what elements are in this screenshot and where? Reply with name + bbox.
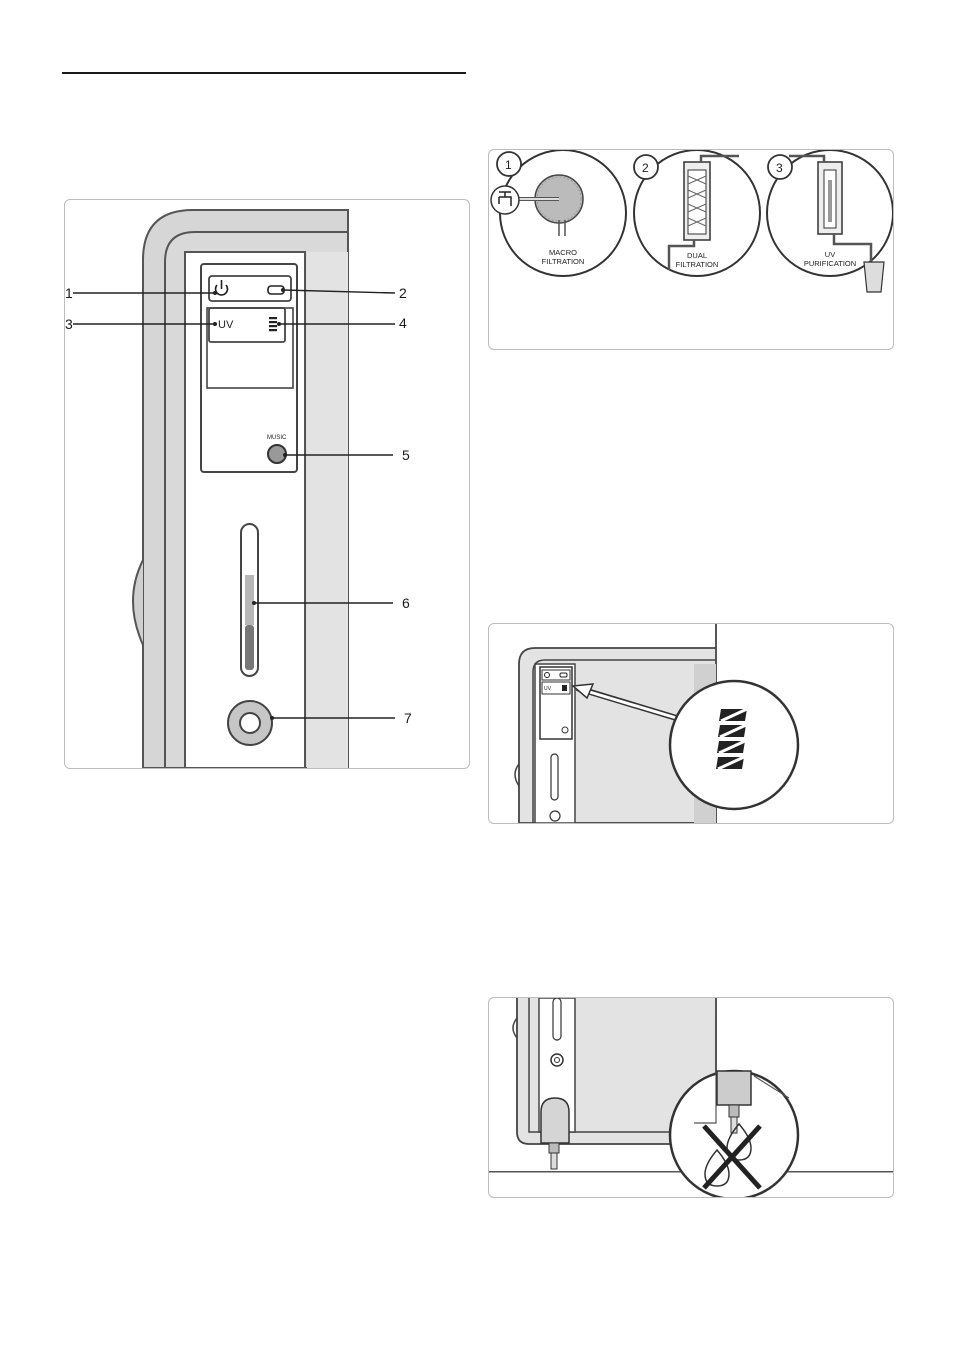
callout-3: 3	[65, 316, 73, 332]
faucet-icon	[491, 186, 519, 214]
filter-indicator-figure: UV	[488, 623, 894, 824]
step-1-label-line2: FILTRATION	[542, 257, 585, 266]
callout-7: 7	[404, 710, 412, 726]
step-1-number: 1	[505, 158, 512, 172]
music-label: MUSIC	[267, 435, 287, 441]
callout-2: 2	[399, 285, 407, 301]
callout-1: 1	[65, 285, 73, 301]
step-dual-filtration: 2 DUAL FILTRATION	[634, 150, 760, 276]
product-overview-figure: UV MUSIC	[64, 199, 470, 769]
step-2-label-line2: FILTRATION	[676, 260, 719, 269]
callout-4: 4	[399, 315, 407, 331]
glass-icon	[864, 262, 884, 292]
step-uv-purification: 3 UV PURIFICATION	[767, 150, 893, 292]
callout-6: 6	[402, 595, 410, 611]
nozzle-warning-figure	[488, 997, 894, 1198]
step-2-number: 2	[642, 161, 649, 175]
step-macro-filtration: 1 MACRO FILTRATION	[491, 150, 626, 276]
step-2-label-line1: DUAL	[687, 251, 707, 260]
section-rule	[62, 72, 466, 74]
filtration-steps-figure: 1 MACRO FILTRATION 2 DUAL FILTRATION	[488, 149, 894, 350]
step-3-label-line2: PURIFICATION	[804, 259, 856, 268]
step-3-label-line1: UV	[825, 250, 835, 259]
small-display-uv-text: UV	[544, 686, 552, 692]
step-1-label-line1: MACRO	[549, 248, 577, 257]
step-3-number: 3	[776, 161, 783, 175]
callout-5: 5	[402, 447, 410, 463]
display-uv-text: UV	[218, 319, 234, 331]
